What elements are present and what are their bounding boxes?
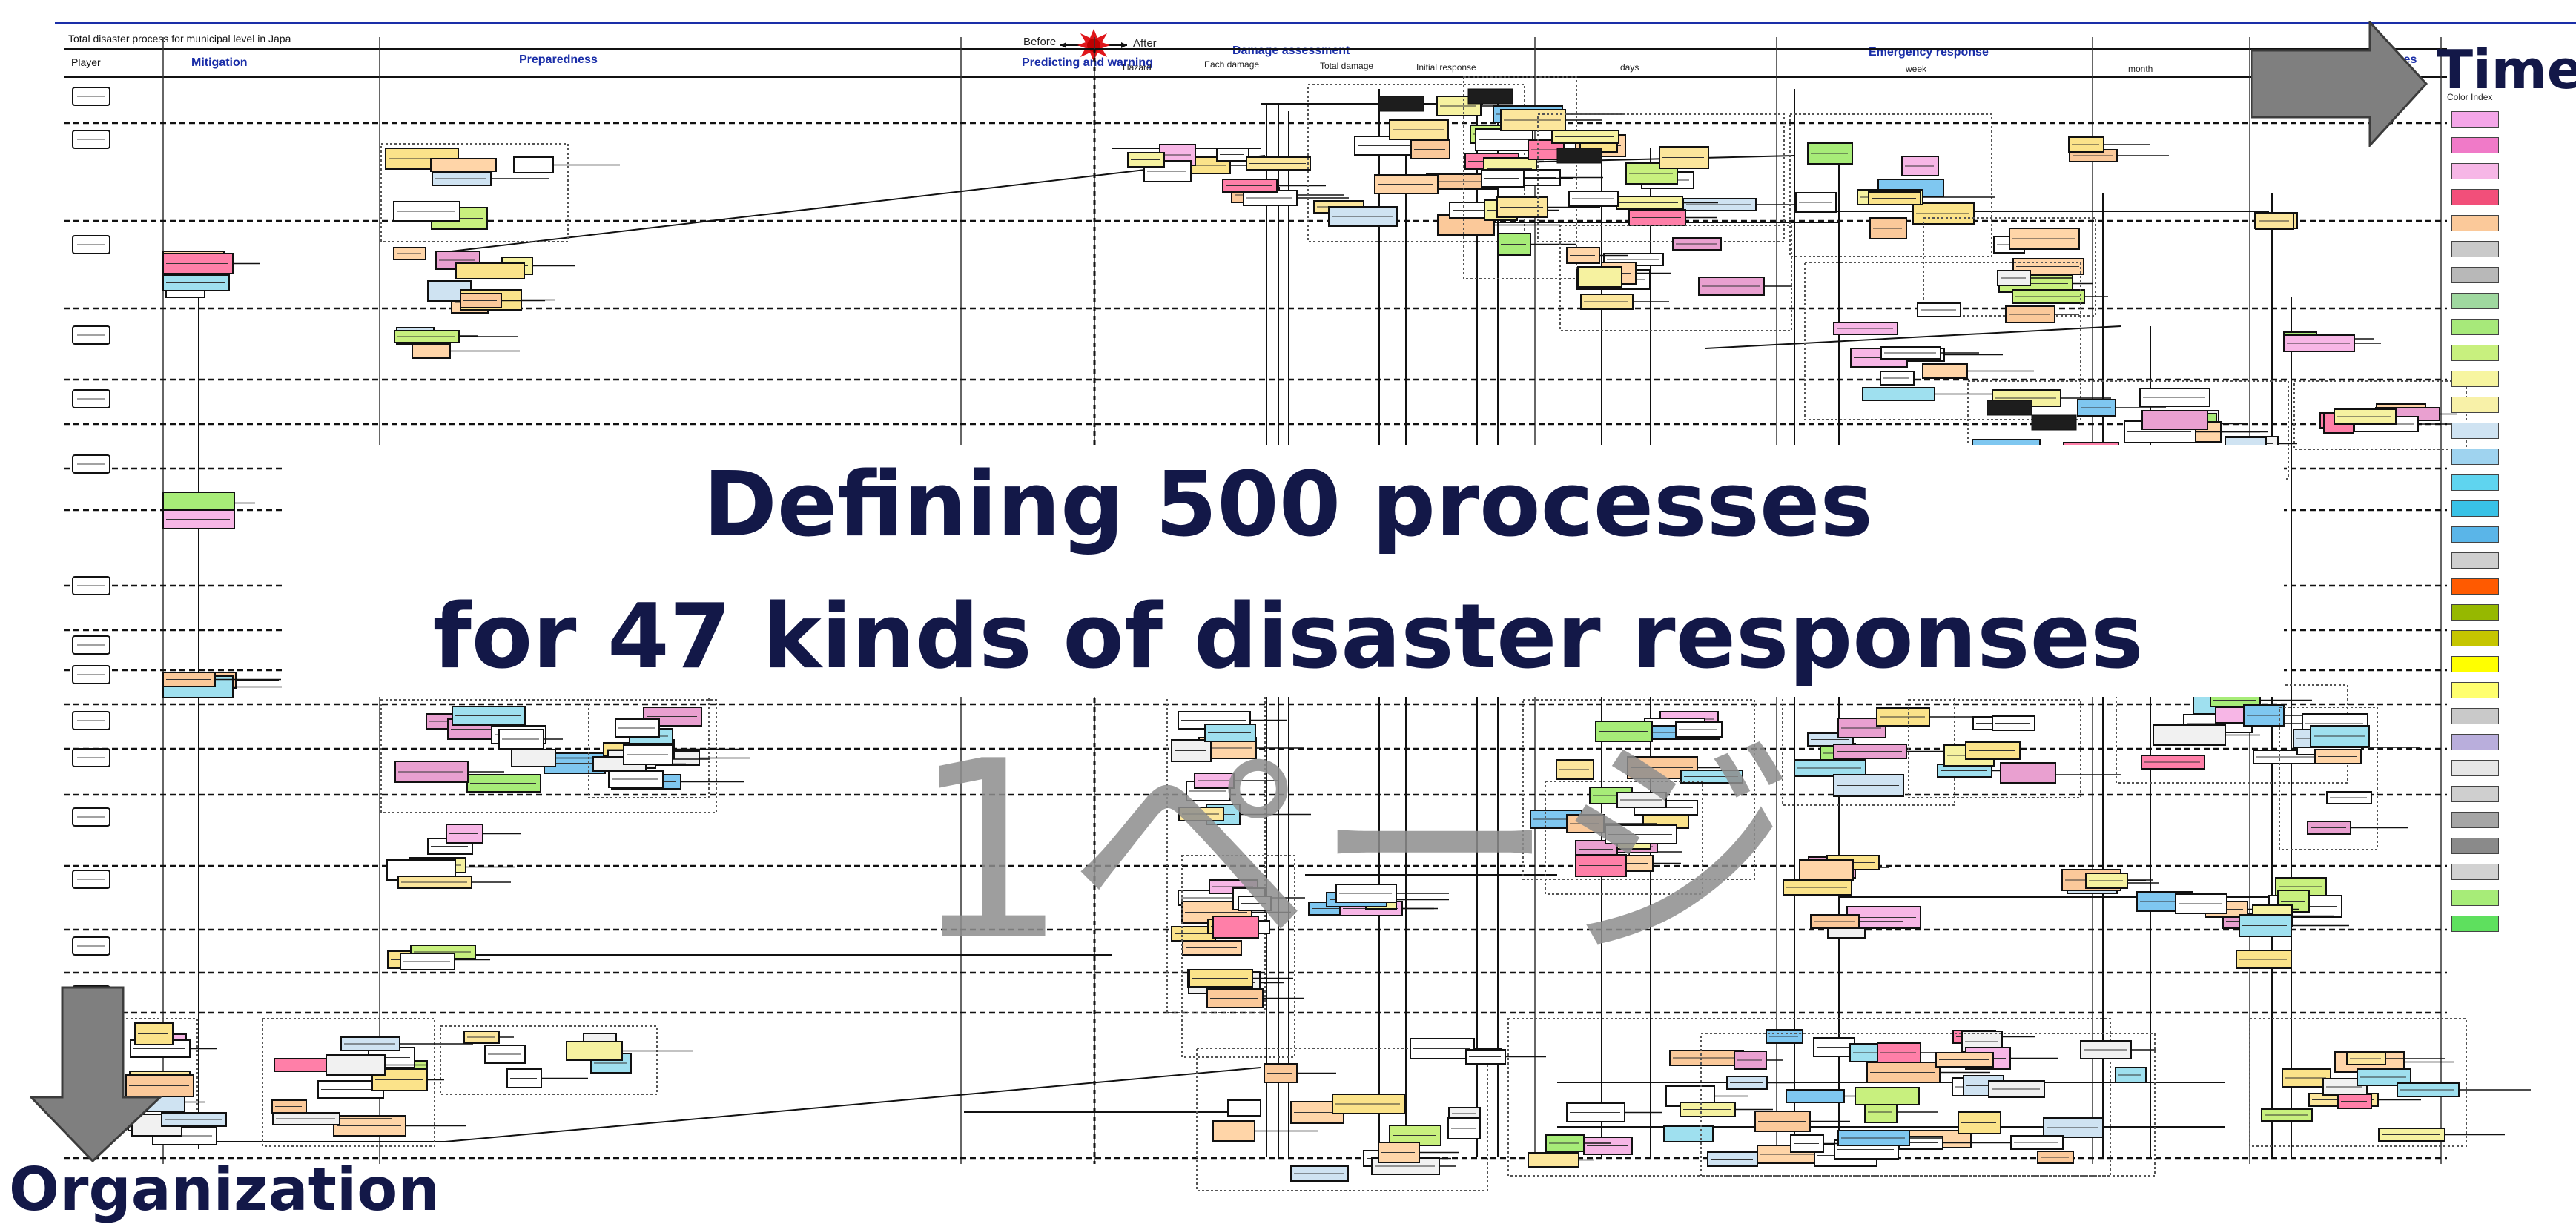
sub-days: days: [1620, 62, 1639, 73]
color-index-swatch: [2451, 630, 2499, 646]
color-index-swatch: [2451, 163, 2499, 179]
color-index-swatch: [2451, 838, 2499, 854]
process-box-dark: [1987, 400, 2032, 416]
phase-mitigation: Mitigation: [191, 56, 248, 69]
connector-line: [1705, 325, 2121, 349]
sub-each-damage: Each damage: [1204, 59, 1260, 70]
color-index-label: Color Index: [2447, 92, 2493, 102]
color-index-swatch: [2451, 215, 2499, 231]
process-box-dark: [1556, 148, 1602, 164]
process-box-dark: [1467, 88, 1513, 105]
color-index-swatch: [2451, 267, 2499, 283]
process-group: [2279, 707, 2378, 850]
page-watermark: 1ページ: [912, 709, 1797, 993]
color-index-swatch: [2451, 345, 2499, 361]
process-group: [1908, 699, 2081, 798]
color-index-swatch: [2451, 786, 2499, 802]
process-group: [1196, 1048, 1488, 1191]
time-arrow-icon: [2251, 21, 2428, 147]
color-index-swatch: [2451, 449, 2499, 465]
color-index-swatch: [2451, 708, 2499, 724]
process-group: [380, 699, 717, 813]
color-index-swatch: [2451, 397, 2499, 413]
color-index-swatch: [2451, 890, 2499, 906]
color-index-swatch: [2451, 500, 2499, 517]
connector-line: [444, 155, 1266, 253]
sub-hazard: Hazard: [1123, 62, 1152, 73]
process-group: [1545, 781, 1703, 895]
phase-damage-assessment: Damage assessment: [1232, 44, 1350, 57]
color-index-swatch: [2451, 734, 2499, 750]
phase-predicting: Predicting and warning: [1022, 56, 1153, 69]
headline-backdrop: [282, 445, 2284, 697]
phase-preparedness: Preparedness: [519, 53, 598, 66]
color-index-swatch: [2451, 864, 2499, 880]
color-index-swatch: [2451, 293, 2499, 309]
time-label: Time: [2437, 39, 2576, 101]
connector-line: [444, 1067, 1261, 1142]
process-box-dark: [2031, 414, 2077, 431]
color-index-swatch: [2451, 656, 2499, 672]
color-index-swatch: [2451, 604, 2499, 621]
sub-month: month: [2128, 64, 2153, 74]
organization-arrow-icon: [30, 986, 163, 1163]
chart-title: Total disaster process for municipal lev…: [68, 33, 291, 44]
process-group: [2293, 380, 2467, 450]
color-index-swatch: [2451, 552, 2499, 569]
process-group: [1181, 855, 1295, 1058]
process-group: [1789, 113, 1992, 257]
color-index-swatch: [2451, 578, 2499, 595]
color-index-swatch: [2451, 526, 2499, 543]
color-index-swatch: [2451, 137, 2499, 153]
top-rule: [55, 22, 2576, 24]
process-group: [1507, 1018, 2111, 1177]
headline-line-2: for 47 kinds of disaster responses: [432, 586, 2144, 689]
before-label: Before: [1023, 36, 1057, 48]
color-index-swatch: [2451, 916, 2499, 932]
process-group: [1804, 262, 2081, 420]
process-group: [1522, 699, 1755, 880]
process-group: [262, 1018, 435, 1147]
color-index-swatch: [2451, 682, 2499, 698]
player-header: Player: [71, 56, 101, 68]
headline-line-1: Defining 500 processes: [703, 454, 1873, 557]
color-index-swatch: [2451, 371, 2499, 387]
color-index-swatch: [2451, 319, 2499, 335]
sub-week: week: [1906, 64, 1927, 74]
color-index-swatch: [2451, 760, 2499, 776]
process-group: [440, 1025, 658, 1095]
color-index-swatch: [2451, 474, 2499, 491]
sub-total-damage: Total damage: [1320, 61, 1374, 71]
after-label: After: [1133, 37, 1157, 50]
color-index-swatch: [2451, 241, 2499, 257]
color-index-swatch: [2451, 111, 2499, 128]
process-group: [2249, 1018, 2467, 1147]
process-group: [1700, 1033, 2156, 1177]
color-index-swatch: [2451, 812, 2499, 828]
color-index-swatch: [2451, 423, 2499, 439]
process-group: [1559, 225, 1792, 331]
organization-label: Organization: [9, 1155, 440, 1224]
color-index-swatch: [2451, 189, 2499, 205]
process-group: [380, 143, 569, 242]
process-box-dark: [1378, 96, 1424, 112]
sub-initial-response: Initial response: [1416, 62, 1476, 73]
